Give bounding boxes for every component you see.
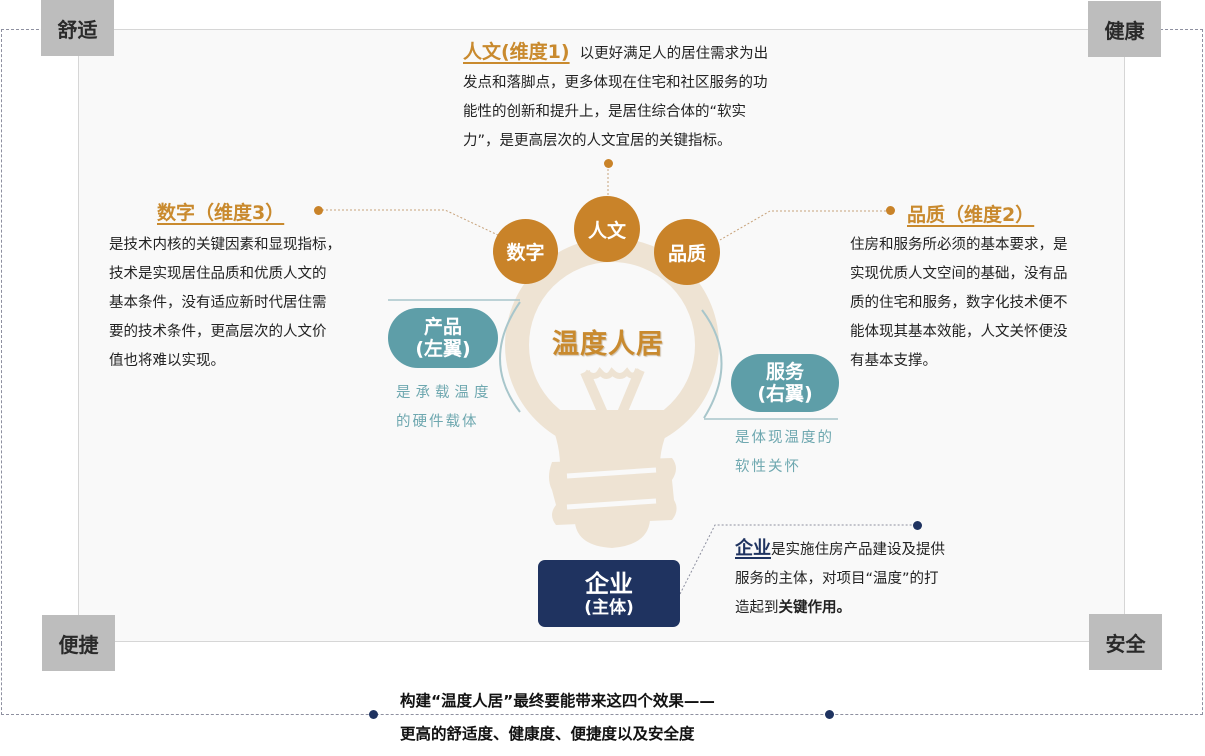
digital-title: 数字（维度3） bbox=[157, 202, 285, 224]
corner-label-health: 健康 bbox=[1088, 1, 1161, 57]
quality-desc-line: 住房和服务所必须的基本要求，是 bbox=[850, 237, 1068, 253]
footer-line-2: 更高的舒适度、健康度、便捷度以及安全度 bbox=[400, 725, 695, 743]
digital-desc-line: 是技术内核的关键因素和显现指标， bbox=[109, 237, 341, 253]
corner-label-safety: 安全 bbox=[1089, 614, 1162, 670]
digital-desc-line: 技术是实现居住品质和优质人文的 bbox=[109, 266, 327, 282]
connector-dot-humanity bbox=[604, 159, 613, 168]
connector-dot-footer-left bbox=[369, 710, 378, 719]
enterprise-description: 企业是实施住房产品建设及提供 服务的主体，对项目“温度”的打 造起到关键作用。 bbox=[735, 534, 1005, 623]
connector-dot-enterprise bbox=[913, 521, 922, 530]
center-title: 温度人居 bbox=[552, 329, 664, 360]
wing-left-desc-line: 的硬件载体 bbox=[396, 414, 479, 430]
quality-title: 品质（维度2） bbox=[907, 204, 1035, 226]
wing-left-pill: 产品 (左翼) bbox=[388, 308, 498, 368]
wing-right-pill: 服务 (右翼) bbox=[731, 354, 839, 412]
humanity-desc-line: 发点和落脚点，更多体现在住宅和社区服务的功 bbox=[463, 75, 768, 91]
enterprise-desc-second: 服务的主体，对项目“温度”的打 bbox=[735, 571, 939, 587]
enterprise-desc-third-prefix: 造起到 bbox=[735, 600, 779, 616]
wing-right-desc-line: 软性关怀 bbox=[735, 459, 801, 475]
corner-label-comfort: 舒适 bbox=[41, 0, 114, 56]
enterprise-title: 企业 bbox=[735, 538, 771, 559]
wing-left-description: 是承载温度 的硬件载体 bbox=[396, 379, 494, 437]
enterprise-desc-third-bold: 关键作用。 bbox=[778, 600, 852, 616]
wing-right-sublabel: (右翼) bbox=[757, 383, 813, 405]
humanity-description: 人文(维度1) 以更好满足人的居住需求为出 发点和落脚点，更多体现在住宅和社区服务… bbox=[463, 38, 843, 156]
outer-frame-bottom bbox=[1, 643, 1203, 715]
quality-desc-line: 实现优质人文空间的基础，没有品 bbox=[850, 266, 1068, 282]
wing-right-description: 是体现温度的 软性关怀 bbox=[735, 424, 834, 482]
quality-desc-line: 有基本支撑。 bbox=[850, 353, 937, 369]
wing-left-sublabel: (左翼) bbox=[415, 338, 471, 360]
quality-desc-line: 能体现其基本效能，人文关怀便没 bbox=[850, 324, 1068, 340]
digital-desc-line: 要的技术条件，更高层次的人文价 bbox=[109, 324, 327, 340]
digital-desc-line: 值也将难以实现。 bbox=[109, 353, 225, 369]
footer-line-1: 构建“温度人居”最终要能带来这四个效果—— bbox=[400, 692, 715, 710]
connector-dot-footer-right bbox=[825, 710, 834, 719]
wing-left-desc-line: 是承载温度 bbox=[396, 385, 494, 401]
wing-left-label: 产品 bbox=[423, 316, 462, 338]
footer-summary: 构建“温度人居”最终要能带来这四个效果—— 更高的舒适度、健康度、便捷度以及安全… bbox=[400, 685, 715, 751]
enterprise-label: 企业 bbox=[585, 569, 633, 598]
wing-right-label: 服务 bbox=[765, 361, 804, 383]
humanity-desc-line: 能性的创新和提升上，是居住综合体的“软实 bbox=[463, 104, 747, 120]
digital-desc-line: 基本条件，没有适应新时代居住需 bbox=[109, 295, 327, 311]
wing-right-desc-line: 是体现温度的 bbox=[735, 430, 834, 446]
humanity-title: 人文(维度1) bbox=[463, 41, 570, 63]
enterprise-desc-first: 是实施住房产品建设及提供 bbox=[771, 542, 945, 558]
quality-title-wrap: 品质（维度2） bbox=[907, 200, 1034, 227]
quality-description: 住房和服务所必须的基本要求，是 实现优质人文空间的基础，没有品 质的住宅和服务，… bbox=[850, 231, 1110, 376]
quality-desc-line: 质的住宅和服务，数字化技术便不 bbox=[850, 295, 1068, 311]
humanity-desc-first-line: 以更好满足人的居住需求为出 bbox=[579, 46, 769, 62]
corner-label-convenience: 便捷 bbox=[42, 615, 115, 671]
enterprise-box: 企业 (主体) bbox=[538, 560, 680, 627]
digital-description: 是技术内核的关键因素和显现指标， 技术是实现居住品质和优质人文的 基本条件，没有… bbox=[109, 231, 389, 376]
digital-title-wrap: 数字（维度3） bbox=[157, 198, 284, 225]
circle-digital: 数字 bbox=[493, 219, 558, 284]
circle-quality: 品质 bbox=[654, 219, 720, 285]
connector-dot-digital bbox=[314, 206, 323, 215]
humanity-desc-line: 力”，是更高层次的人文宜居的关键指标。 bbox=[463, 133, 732, 149]
connector-dot-quality bbox=[886, 206, 895, 215]
enterprise-sublabel: (主体) bbox=[584, 597, 634, 618]
circle-humanity: 人文 bbox=[574, 196, 640, 262]
